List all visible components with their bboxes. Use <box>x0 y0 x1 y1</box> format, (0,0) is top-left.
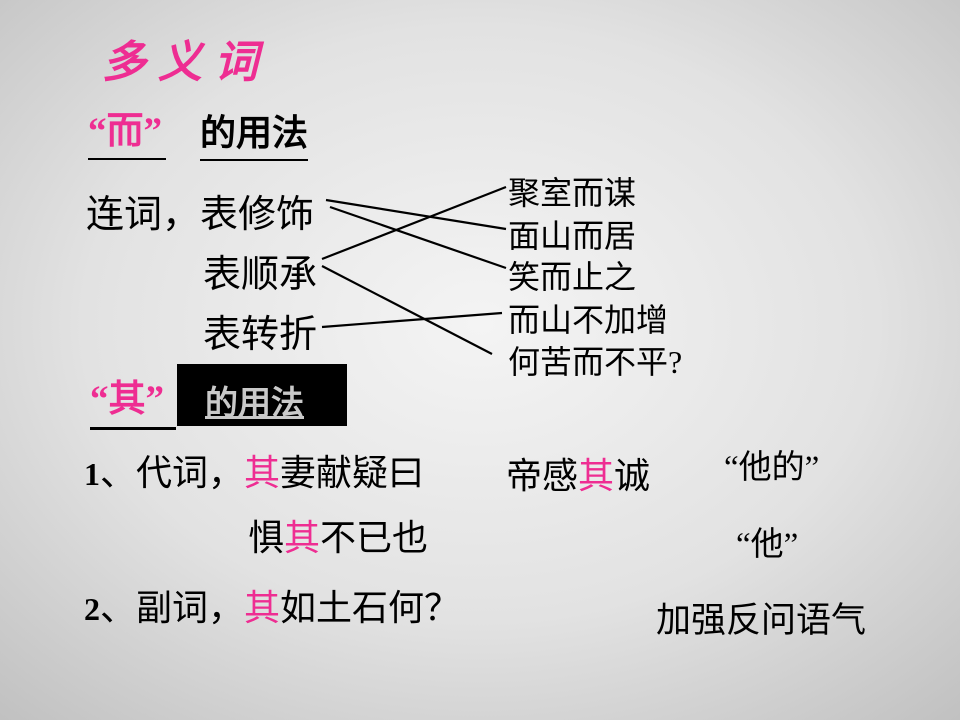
qi-row2-clause: 惧其不已也 <box>248 509 428 561</box>
qi-usage-box: 的用法 <box>177 364 347 426</box>
er-right-item-ershan: 而山不加增 <box>508 302 669 338</box>
row1-example-qi-char: 其 <box>578 456 615 496</box>
row1-number: 1 <box>84 456 100 492</box>
qi-row1-clause: 1、代词，其妻献疑曰 <box>84 444 424 496</box>
er-left-item-xiushi: 连词，表修饰 <box>86 194 315 236</box>
qi-usage-label: 的用法 <box>205 386 304 422</box>
er-left-item-zhuanzhe: 表转折 <box>203 314 318 356</box>
row3-post-text: 如土石何？ <box>280 588 461 628</box>
er-left-item-shuncheng: 表顺承 <box>203 254 318 296</box>
qi-row1-meaning: “他的” <box>724 450 820 486</box>
connector-line-shuncheng-heku <box>321 265 493 355</box>
qi-word: “其” <box>90 368 176 430</box>
connector-line-zhuanzhe-ershan <box>321 311 503 329</box>
er-word: “而” <box>88 100 166 160</box>
connector-line-xiushi-xiao <box>329 205 507 270</box>
row3-number: 2 <box>84 591 100 627</box>
row3-qi-char: 其 <box>244 588 281 628</box>
er-right-item-mianshan: 面山而居 <box>508 218 637 254</box>
connector-line-xiushi-mianshan <box>325 198 507 231</box>
qi-row2-meaning: “他” <box>736 527 799 563</box>
row1-pre-text: 、代词， <box>100 453 245 493</box>
row3-pre-text: 、副词， <box>100 588 245 628</box>
row1-example-post: 诚 <box>614 456 651 496</box>
row1-qi-char: 其 <box>244 453 281 493</box>
er-right-item-heku: 何苦而不平? <box>508 344 683 380</box>
row2-pre-text: 惧 <box>248 518 285 558</box>
er-right-item-xiao: 笑而止之 <box>508 259 637 295</box>
er-right-item-justui: 聚室而谋 <box>508 175 637 211</box>
qi-row3-meaning: 加强反问语气 <box>656 601 867 640</box>
row1-post-text: 妻献疑曰 <box>280 453 425 493</box>
row2-post-text: 不已也 <box>320 518 429 558</box>
connector-line-shuncheng-jushi <box>321 185 507 261</box>
row1-example-pre: 帝感 <box>506 456 579 496</box>
row2-qi-char: 其 <box>284 518 321 558</box>
slide-title: 多义词 <box>102 38 270 87</box>
er-usage-label: 的用法 <box>200 104 309 161</box>
qi-row1-example: 帝感其诚 <box>506 447 650 499</box>
qi-row3-clause: 2、副词，其如土石何？ <box>84 579 460 631</box>
